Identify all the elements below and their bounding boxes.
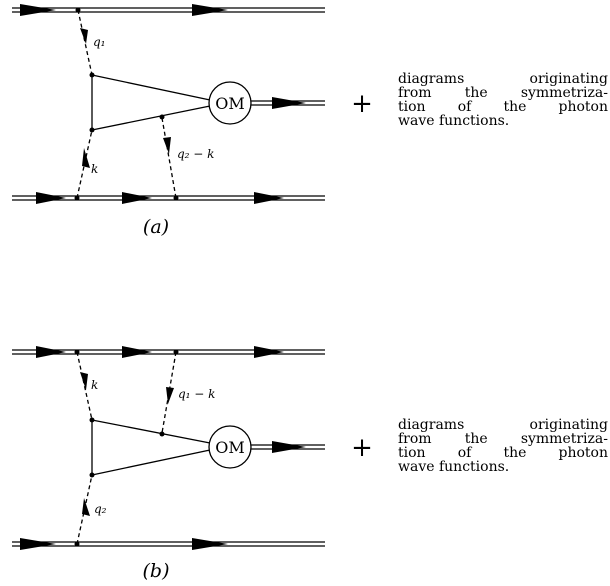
diagram-a-bottom-arrow-2 <box>122 192 152 204</box>
diagram-b-electron-loop <box>89 417 211 478</box>
diagram-b-om-label: OM <box>215 438 245 457</box>
diagram-b-symmetrization-note: diagrams originating from the symmetriza… <box>398 418 608 474</box>
diagram-b-plus-sign: + <box>351 433 373 463</box>
diagram-a-symmetrization-note: diagrams originating from the symmetriza… <box>398 72 608 128</box>
diagram-b-note-line-1: diagrams originating <box>398 417 608 433</box>
diagram-a: OM q₁ k q₂ − k + (a) <box>12 4 373 238</box>
diagram-b-bottom-arrow-1 <box>20 538 56 550</box>
diagram-a-label-q2-minus-k: q₂ − k <box>177 147 214 161</box>
diagram-b-label-k: k <box>91 378 98 392</box>
diagram-a-photon-q2-minus-k <box>161 117 177 199</box>
diagram-a-bottom-ion-line <box>12 192 325 204</box>
diagram-b-label-q1-minus-k: q₁ − k <box>178 387 215 401</box>
diagram-a-vertex-bottom-2 <box>173 195 179 201</box>
diagram-b-om-blob <box>208 425 252 469</box>
diagram-a-top-arrow-1 <box>20 4 56 16</box>
diagram-b-note-line-2: from the symmetriza- <box>398 431 608 447</box>
diagram-a-top-ion-line <box>12 4 325 16</box>
diagram-b-top-ion-line <box>12 346 325 358</box>
diagram-b: OM k q₁ − k q₂ + (b) <box>12 346 373 582</box>
diagram-a-caption: (a) <box>143 216 169 238</box>
diagram-b-bottom-arrow-2 <box>192 538 228 550</box>
diagram-b-photon-q1-minus-k <box>161 351 177 434</box>
diagram-b-bottom-ion-line <box>12 538 325 550</box>
diagram-a-photon-k <box>76 129 93 199</box>
diagram-a-note-line-4: wave functions. <box>398 113 510 129</box>
diagram-b-caption: (b) <box>143 560 170 582</box>
diagram-a-label-k: k <box>91 162 98 176</box>
diagram-b-label-q2: q₂ <box>94 502 107 516</box>
diagram-a-bottom-arrow-3 <box>254 192 284 204</box>
diagram-a-note-line-1: diagrams originating <box>398 71 608 87</box>
diagram-b-top-arrow-1 <box>36 346 66 358</box>
diagram-a-outgoing-line <box>251 97 325 109</box>
diagram-b-outgoing-line <box>251 441 325 453</box>
diagram-a-note-line-3: tion of the photon <box>398 99 608 115</box>
diagram-a-plus-sign: + <box>351 89 373 119</box>
diagram-a-top-arrow-2 <box>192 4 228 16</box>
diagram-b-top-arrow-2 <box>122 346 152 358</box>
diagram-a-om-label: OM <box>215 94 245 113</box>
diagram-b-note-line-4: wave functions. <box>398 459 510 475</box>
diagram-a-label-q1: q₁ <box>93 35 106 49</box>
diagram-a-photon-q1 <box>77 9 93 76</box>
diagram-b-photon-q2 <box>76 474 93 545</box>
diagram-a-bottom-arrow-1 <box>36 192 66 204</box>
diagram-a-electron-loop <box>89 72 211 133</box>
diagram-b-note-line-3: tion of the photon <box>398 445 608 461</box>
diagram-b-photon-k <box>76 351 93 421</box>
diagram-b-top-arrow-3 <box>254 346 284 358</box>
diagram-a-note-line-2: from the symmetriza- <box>398 85 608 101</box>
diagram-a-om-blob <box>208 81 252 125</box>
